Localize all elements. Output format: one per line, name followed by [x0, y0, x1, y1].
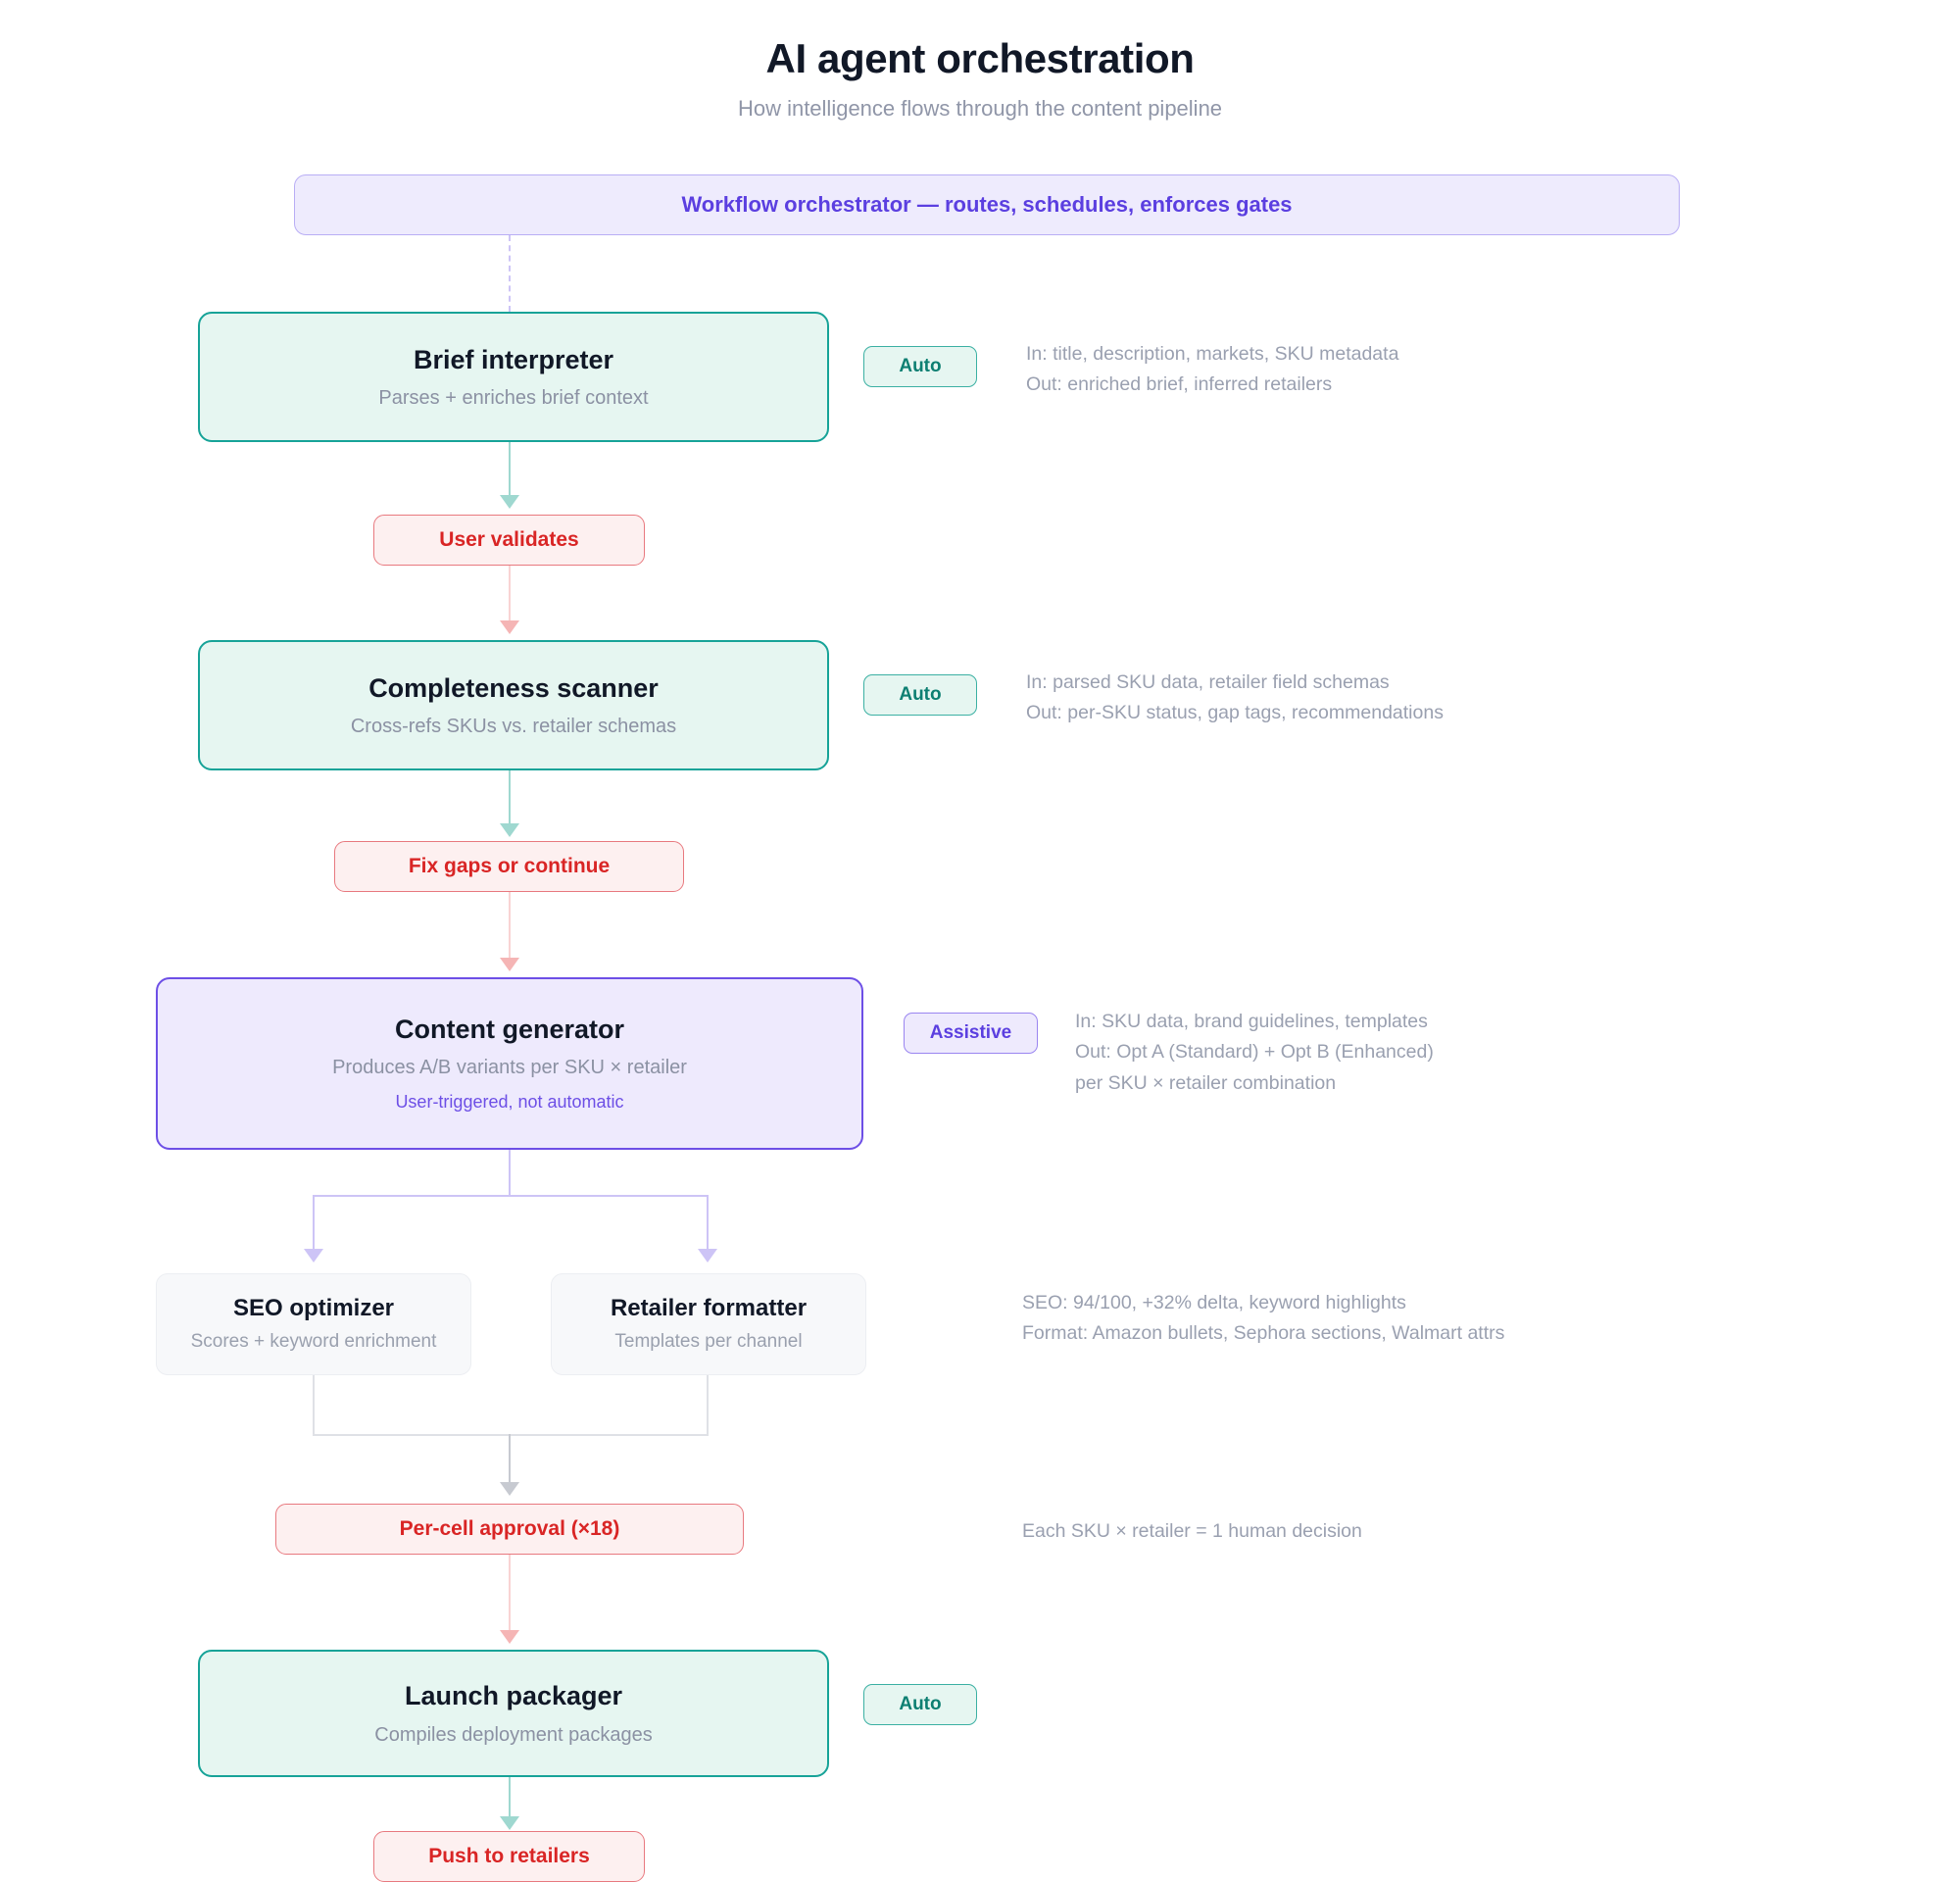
connector-merge-left	[313, 1375, 315, 1435]
annotation-line: SEO: 94/100, +32% delta, keyword highlig…	[1022, 1292, 1406, 1313]
gate-fix-gaps-or-continue[interactable]: Fix gaps or continue	[334, 841, 684, 892]
node-completeness-scanner[interactable]: Completeness scanner Cross-refs SKUs vs.…	[198, 640, 829, 770]
connector-pink-2	[509, 892, 511, 966]
annotation-brief-interpreter: In: title, description, markets, SKU met…	[1026, 340, 1398, 402]
arrowhead-teal-2	[500, 823, 519, 837]
page-subtitle: How intelligence flows through the conte…	[737, 96, 1223, 122]
annotation-per-cell-approval: Each SKU × retailer = 1 human decision	[1022, 1517, 1362, 1548]
gate-label: Push to retailers	[428, 1845, 590, 1867]
node-note: User-triggered, not automatic	[395, 1092, 624, 1113]
badge-label: Assistive	[929, 1022, 1012, 1043]
annotation-completeness-scanner: In: parsed SKU data, retailer field sche…	[1026, 669, 1444, 730]
arrowhead-teal-1	[500, 495, 519, 509]
gate-push-to-retailers[interactable]: Push to retailers	[373, 1831, 645, 1882]
node-title: Launch packager	[404, 1681, 623, 1711]
node-brief-interpreter[interactable]: Brief interpreter Parses + enriches brie…	[198, 312, 829, 442]
node-title: Completeness scanner	[368, 672, 659, 703]
connector-merge-stem	[509, 1434, 511, 1489]
connector-branch-stem	[509, 1150, 511, 1196]
node-title: Retailer formatter	[610, 1295, 808, 1322]
annotation-line: Out: Opt A (Standard) + Opt B (Enhanced)	[1075, 1041, 1434, 1064]
gate-label: User validates	[439, 528, 579, 551]
connector-merge-bar	[313, 1434, 709, 1436]
annotation-line: Each SKU × retailer = 1 human decision	[1022, 1520, 1362, 1542]
arrowhead-branch-left	[304, 1249, 323, 1263]
annotation-line: per SKU × retailer combination	[1075, 1071, 1337, 1094]
workflow-orchestrator-banner[interactable]: Workflow orchestrator — routes, schedule…	[294, 174, 1680, 235]
node-subtitle: Parses + enriches brief context	[378, 387, 649, 410]
annotation-branch-outputs: SEO: 94/100, +32% delta, keyword highlig…	[1022, 1289, 1504, 1351]
node-seo-optimizer[interactable]: SEO optimizer Scores + keyword enrichmen…	[156, 1273, 471, 1375]
annotation-line: In: SKU data, brand guidelines, template…	[1075, 1011, 1428, 1032]
connector-branch-bar	[313, 1195, 707, 1197]
badge-label: Auto	[899, 1694, 942, 1714]
node-title: Brief interpreter	[413, 344, 614, 374]
badge-label: Auto	[899, 684, 942, 705]
connector-branch-left	[313, 1195, 315, 1257]
badge-label: Auto	[899, 356, 942, 376]
node-title: Content generator	[394, 1015, 624, 1044]
node-subtitle: Cross-refs SKUs vs. retailer schemas	[350, 716, 677, 738]
annotation-line: In: title, description, markets, SKU met…	[1026, 343, 1399, 365]
connector-branch-right	[707, 1195, 709, 1257]
connector-teal-3	[509, 1777, 511, 1824]
connector-pink-3	[509, 1555, 511, 1639]
page-title: AI agent orchestration	[765, 35, 1195, 81]
badge-auto-completeness-scanner: Auto	[863, 674, 977, 716]
annotation-line: In: parsed SKU data, retailer field sche…	[1026, 671, 1390, 693]
node-launch-packager[interactable]: Launch packager Compiles deployment pack…	[198, 1650, 829, 1777]
diagram-header: AI agent orchestration How intelligence …	[0, 0, 1960, 122]
annotation-line: Out: enriched brief, inferred retailers	[1026, 373, 1333, 396]
badge-assistive-content-generator: Assistive	[904, 1013, 1038, 1054]
annotation-line: Out: per-SKU status, gap tags, recommend…	[1026, 702, 1444, 724]
node-subtitle: Produces A/B variants per SKU × retailer	[332, 1057, 687, 1079]
orchestrator-label: Workflow orchestrator — routes, schedule…	[681, 192, 1293, 217]
node-subtitle: Compiles deployment packages	[374, 1723, 653, 1746]
annotation-line: Format: Amazon bullets, Sephora sections…	[1022, 1322, 1505, 1345]
gate-per-cell-approval[interactable]: Per-cell approval (×18)	[275, 1504, 744, 1555]
arrowhead-teal-3	[500, 1816, 519, 1830]
connector-orchestrator-dashed	[509, 235, 511, 312]
node-title: SEO optimizer	[232, 1295, 395, 1322]
badge-auto-brief-interpreter: Auto	[863, 346, 977, 387]
arrowhead-pink-2	[500, 958, 519, 971]
node-subtitle: Scores + keyword enrichment	[190, 1331, 437, 1352]
badge-auto-launch-packager: Auto	[863, 1684, 977, 1725]
node-content-generator[interactable]: Content generator Produces A/B variants …	[156, 977, 863, 1150]
arrowhead-merge	[500, 1482, 519, 1496]
arrowhead-pink-3	[500, 1630, 519, 1644]
annotation-content-generator: In: SKU data, brand guidelines, template…	[1075, 1008, 1434, 1100]
gate-user-validates[interactable]: User validates	[373, 515, 645, 566]
gate-label: Per-cell approval (×18)	[399, 1517, 620, 1540]
connector-merge-right	[707, 1375, 709, 1435]
arrowhead-branch-right	[698, 1249, 717, 1263]
node-retailer-formatter[interactable]: Retailer formatter Templates per channel	[551, 1273, 866, 1375]
arrowhead-pink-1	[500, 620, 519, 634]
connector-teal-1	[509, 442, 511, 503]
node-subtitle: Templates per channel	[614, 1331, 803, 1352]
connector-teal-2	[509, 770, 511, 831]
gate-label: Fix gaps or continue	[408, 855, 611, 877]
connector-pink-1	[509, 566, 511, 629]
